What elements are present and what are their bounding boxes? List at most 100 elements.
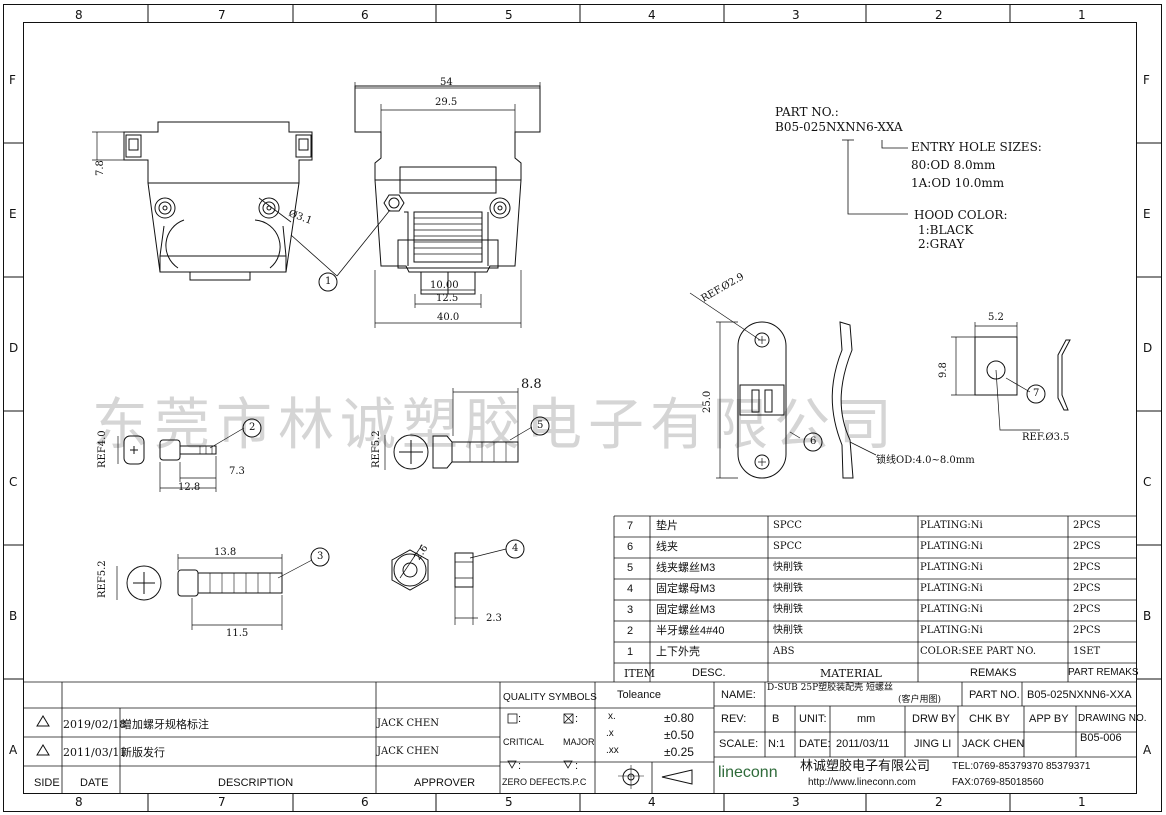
bom-header-item: ITEM [624, 667, 655, 680]
bom-cell-qty: 2PCS [1073, 625, 1101, 636]
third-angle-symbol [622, 768, 693, 786]
row-label: A [9, 743, 18, 757]
bom-table-lines [613, 515, 1136, 682]
rev-value: B [772, 713, 780, 725]
bom-header-qty: PART REMAKS [1068, 667, 1139, 678]
bom-cell-desc: 线夹 [656, 541, 678, 553]
column-label: 2 [935, 795, 943, 809]
company-name: 林诚塑胶电子有限公司 [800, 759, 931, 774]
date-value: 2011/03/11 [836, 738, 890, 750]
bom-cell-remarks: PLATING:Ni [920, 583, 983, 594]
revision-header-side: SIDE [34, 777, 60, 789]
column-label: 3 [792, 8, 800, 22]
bom-cell-desc: 半牙螺丝4#40 [656, 625, 725, 637]
bom-cell-item: 2 [627, 625, 634, 637]
dimension-label: 5.2 [988, 312, 1004, 323]
revision-description: 增加螺牙规格标注 [121, 718, 209, 731]
dimension-label: 12.5 [436, 293, 459, 304]
row-label: C [9, 475, 18, 489]
part-no-leaders [842, 139, 908, 215]
bom-cell-material: 快削铁 [773, 604, 803, 615]
dimension-label: 54 [440, 77, 453, 88]
column-label: 7 [218, 8, 226, 22]
dimension-label: 13.8 [214, 547, 237, 558]
balloon-circles [242, 272, 1046, 567]
bom-cell-qty: 2PCS [1073, 520, 1101, 531]
dimension-label: 2.3 [486, 613, 502, 624]
dimension-label: 25.0 [702, 390, 713, 413]
entry-hole-option: 80:OD 8.0mm [911, 158, 996, 172]
dimension-label: 8.8 [521, 377, 542, 392]
balloon-number: 5 [537, 420, 544, 431]
washer-view [951, 322, 1071, 431]
bom-cell-item: 4 [627, 583, 634, 595]
row-label: D [1143, 341, 1153, 355]
column-label: 7 [218, 795, 226, 809]
quality-symbol-colon: : [575, 713, 579, 725]
bom-cell-item: 3 [627, 604, 634, 616]
column-label: 5 [505, 795, 513, 809]
quality-zero-defect: ZERO DEFECT [502, 777, 566, 787]
bom-cell-remarks: PLATING:Ni [920, 562, 983, 573]
clamp-screw-view [384, 388, 533, 470]
row-label: A [1143, 743, 1152, 757]
dimension-label: 7.3 [229, 466, 245, 477]
dimension-label: 12.8 [178, 482, 201, 493]
bom-cell-material: SPCC [773, 520, 802, 531]
bom-cell-material: 快削铁 [773, 583, 803, 594]
balloon-number: 7 [1033, 388, 1040, 399]
bom-cell-desc: 垫片 [656, 520, 678, 532]
drawing-name-sub: (客户用图) [898, 695, 942, 705]
company-url: http://www.lineconn.com [808, 777, 916, 788]
bom-cell-item: 1 [627, 646, 634, 658]
drw-by-value: JING LI [914, 738, 952, 750]
app-by-label: APP BY [1029, 713, 1069, 725]
bom-cell-item: 7 [627, 520, 634, 532]
dimension-label: 40.0 [437, 312, 460, 323]
row-label: D [9, 341, 19, 355]
row-label: F [1143, 73, 1150, 87]
chk-by-value: JACK CHEN [962, 738, 1025, 750]
hood-front-view [354, 82, 541, 328]
bom-header-desc: DESC. [692, 667, 726, 679]
company-logo: lineconn [718, 764, 778, 781]
part-no-label: PART NO.: [775, 105, 839, 119]
balloon-number: 3 [317, 551, 324, 562]
column-label: 3 [792, 795, 800, 809]
tolerance-label: .xx [606, 745, 619, 756]
scale-value: N:1 [768, 738, 786, 750]
dimension-label: 11.5 [226, 628, 249, 639]
unit-label: UNIT: [799, 713, 827, 725]
bom-cell-remarks: PLATING:Ni [920, 625, 983, 636]
bom-cell-remarks: PLATING:Ni [920, 604, 983, 615]
balloon-number: 6 [810, 436, 817, 447]
quality-major: MAJOR [563, 737, 595, 747]
company-fax: FAX:0769-85018560 [952, 777, 1044, 788]
bom-cell-qty: 2PCS [1073, 604, 1101, 615]
dimension-label: REF5.2 [97, 560, 108, 598]
revision-date: 2011/03/11 [63, 746, 127, 759]
column-label: 4 [648, 8, 656, 22]
bom-cell-remarks: PLATING:Ni [920, 520, 983, 531]
dimension-label: 10.00 [430, 280, 459, 291]
revision-header-date: DATE [80, 777, 109, 789]
frame-column-ticks [147, 4, 1011, 811]
column-label: 8 [75, 795, 83, 809]
half-thread-screw-view [117, 427, 245, 492]
frame-row-ticks [3, 142, 1162, 680]
column-label: 6 [361, 795, 369, 809]
quality-symbol-colon: : [518, 760, 522, 772]
bom-cell-remarks: PLATING:Ni [920, 541, 983, 552]
drawing-no-value: B05-006 [1080, 732, 1122, 744]
hood-side-view [92, 121, 313, 281]
unit-value: mm [857, 713, 876, 725]
revision-approver: JACK CHEN [377, 718, 439, 729]
part-no-value: B05-025NXNN6-XXA [775, 120, 903, 134]
balloon-number: 1 [325, 276, 332, 287]
revision-triangles [36, 715, 50, 756]
quality-symbol-colon: : [575, 760, 579, 772]
drw-by-label: DRW BY [912, 713, 956, 725]
row-label: B [1143, 609, 1152, 623]
